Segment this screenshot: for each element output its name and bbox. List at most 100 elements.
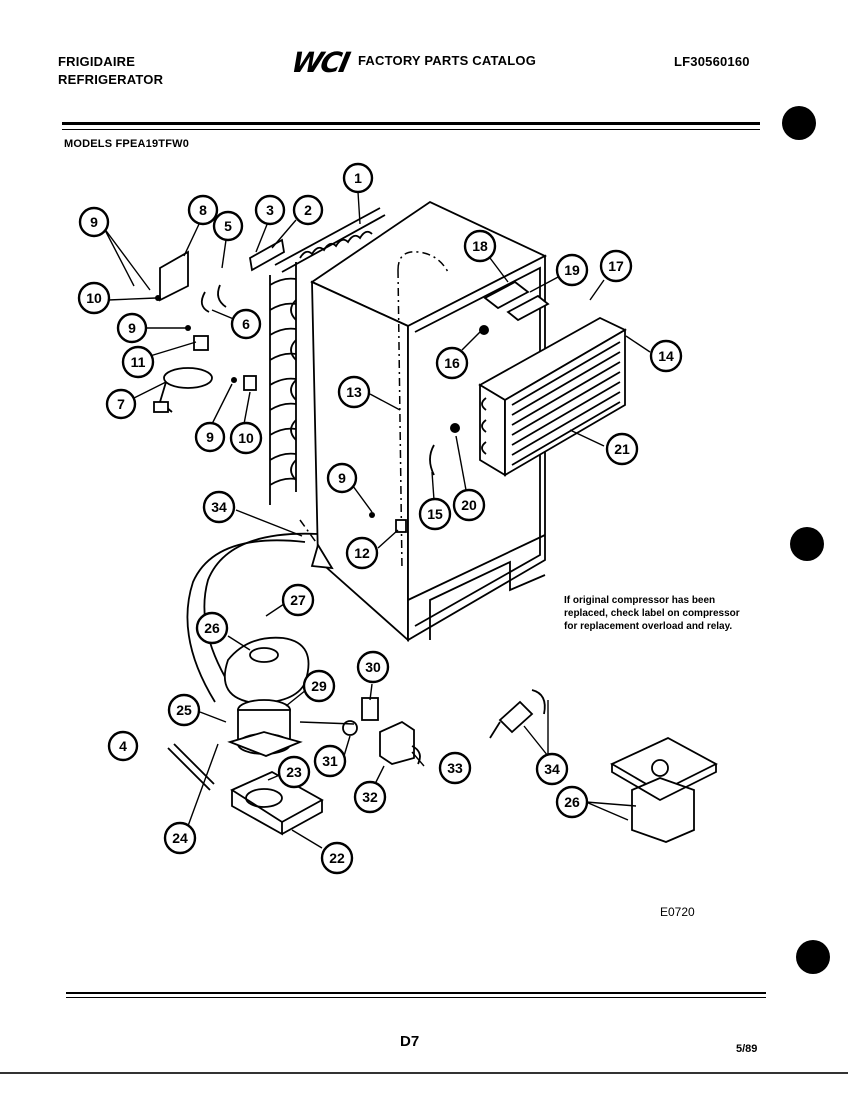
svg-text:34: 34 xyxy=(211,499,227,515)
svg-text:14: 14 xyxy=(658,348,674,364)
svg-text:31: 31 xyxy=(322,753,338,769)
bracket-8 xyxy=(159,250,189,302)
svg-text:1: 1 xyxy=(354,170,362,186)
callout-2: 2 xyxy=(292,194,324,226)
callout-18: 18 xyxy=(463,229,497,263)
callout-10: 10 xyxy=(229,421,263,455)
callout-6: 6 xyxy=(230,308,262,340)
header-rule-thin xyxy=(62,129,760,130)
callout-17: 17 xyxy=(599,249,633,283)
callout-9: 9 xyxy=(326,462,358,494)
callout-9: 9 xyxy=(116,312,148,344)
tubing-top xyxy=(397,251,449,273)
callout-34: 34 xyxy=(202,490,236,524)
wire-clip-10 xyxy=(243,375,257,391)
models-label: MODELS FPEA19TFW0 xyxy=(64,138,190,150)
callout-24: 24 xyxy=(163,821,197,855)
punch-hole-middle xyxy=(790,527,824,561)
svg-text:4: 4 xyxy=(119,738,127,754)
footer-rule-thin xyxy=(66,997,766,998)
svg-text:10: 10 xyxy=(238,430,254,446)
brand-name: FRIGIDAIRE xyxy=(58,54,136,69)
callout-11: 11 xyxy=(121,345,155,379)
svg-text:29: 29 xyxy=(311,678,327,694)
svg-text:11: 11 xyxy=(131,354,146,370)
svg-text:9: 9 xyxy=(90,214,98,230)
callout-34: 34 xyxy=(535,752,569,786)
compressor-base xyxy=(230,770,324,836)
svg-text:19: 19 xyxy=(564,262,580,278)
callout-10: 10 xyxy=(77,281,111,315)
callout-9: 9 xyxy=(194,421,226,453)
power-cord-7 xyxy=(153,367,213,413)
svg-text:9: 9 xyxy=(338,470,346,486)
catalog-number: LF30560160 xyxy=(674,54,750,69)
callout-22: 22 xyxy=(320,841,354,875)
defrost-thermostat xyxy=(483,280,550,322)
callout-27: 27 xyxy=(281,583,315,617)
callout-30: 30 xyxy=(356,650,390,684)
callout-4: 4 xyxy=(107,730,139,762)
callout-26: 26 xyxy=(195,611,229,645)
callout-9: 9 xyxy=(78,206,110,238)
callout-20: 20 xyxy=(452,488,486,522)
callout-25: 25 xyxy=(167,693,201,727)
drain-hose xyxy=(186,539,306,703)
overload-protector-34 xyxy=(489,689,546,739)
bracket-2 xyxy=(249,238,285,272)
svg-text:8: 8 xyxy=(199,202,207,218)
drain-pan xyxy=(223,636,310,704)
svg-text:10: 10 xyxy=(86,290,102,306)
svg-text:26: 26 xyxy=(204,620,220,636)
svg-text:17: 17 xyxy=(608,258,624,274)
callout-16: 16 xyxy=(435,346,469,380)
product-type: REFRIGERATOR xyxy=(58,72,164,87)
svg-text:7: 7 xyxy=(117,396,125,412)
svg-text:24: 24 xyxy=(172,830,188,846)
header-rule xyxy=(62,122,760,125)
scan-edge-line xyxy=(0,1072,848,1074)
callout-32: 32 xyxy=(353,780,387,814)
callout-26: 26 xyxy=(555,785,589,819)
callout-29: 29 xyxy=(302,669,336,703)
condenser-coil xyxy=(269,207,386,505)
page-code: D7 xyxy=(400,1033,420,1050)
callout-12: 12 xyxy=(345,536,379,570)
callout-21: 21 xyxy=(605,432,639,466)
callout-3: 3 xyxy=(254,194,286,226)
evaporator-coil xyxy=(478,316,627,477)
svg-text:33: 33 xyxy=(447,760,463,776)
svg-text:3: 3 xyxy=(266,202,274,218)
svg-text:22: 22 xyxy=(329,850,345,866)
callout-23: 23 xyxy=(277,755,311,789)
punch-hole-top xyxy=(782,106,816,140)
callout-14: 14 xyxy=(649,339,683,373)
svg-text:16: 16 xyxy=(444,355,460,371)
svg-text:9: 9 xyxy=(128,320,136,336)
catalog-title: FACTORY PARTS CATALOG xyxy=(358,53,537,68)
callout-1: 1 xyxy=(342,162,374,194)
svg-text:5: 5 xyxy=(224,218,232,234)
callout-13: 13 xyxy=(337,375,371,409)
replacement-note: If original compressor has been replaced… xyxy=(564,595,740,632)
tubing-vertical xyxy=(397,269,403,571)
callout-19: 19 xyxy=(555,253,589,287)
callout-8: 8 xyxy=(187,194,219,226)
replacement-compressor xyxy=(610,736,718,843)
callout-15: 15 xyxy=(418,497,452,531)
figure-code: E0720 xyxy=(660,905,695,919)
relay-assembly xyxy=(342,697,421,765)
hose-arrow xyxy=(310,542,334,570)
screw-parts xyxy=(155,284,489,533)
svg-text:15: 15 xyxy=(427,506,443,522)
strap-4 xyxy=(167,743,215,791)
svg-text:25: 25 xyxy=(176,702,192,718)
callout-33: 33 xyxy=(438,751,472,785)
drain-hose-inner xyxy=(203,532,319,693)
svg-text:23: 23 xyxy=(286,764,302,780)
svg-text:30: 30 xyxy=(365,659,381,675)
relay-11 xyxy=(193,335,209,351)
svg-text:21: 21 xyxy=(614,441,630,457)
callout-31: 31 xyxy=(313,744,347,778)
